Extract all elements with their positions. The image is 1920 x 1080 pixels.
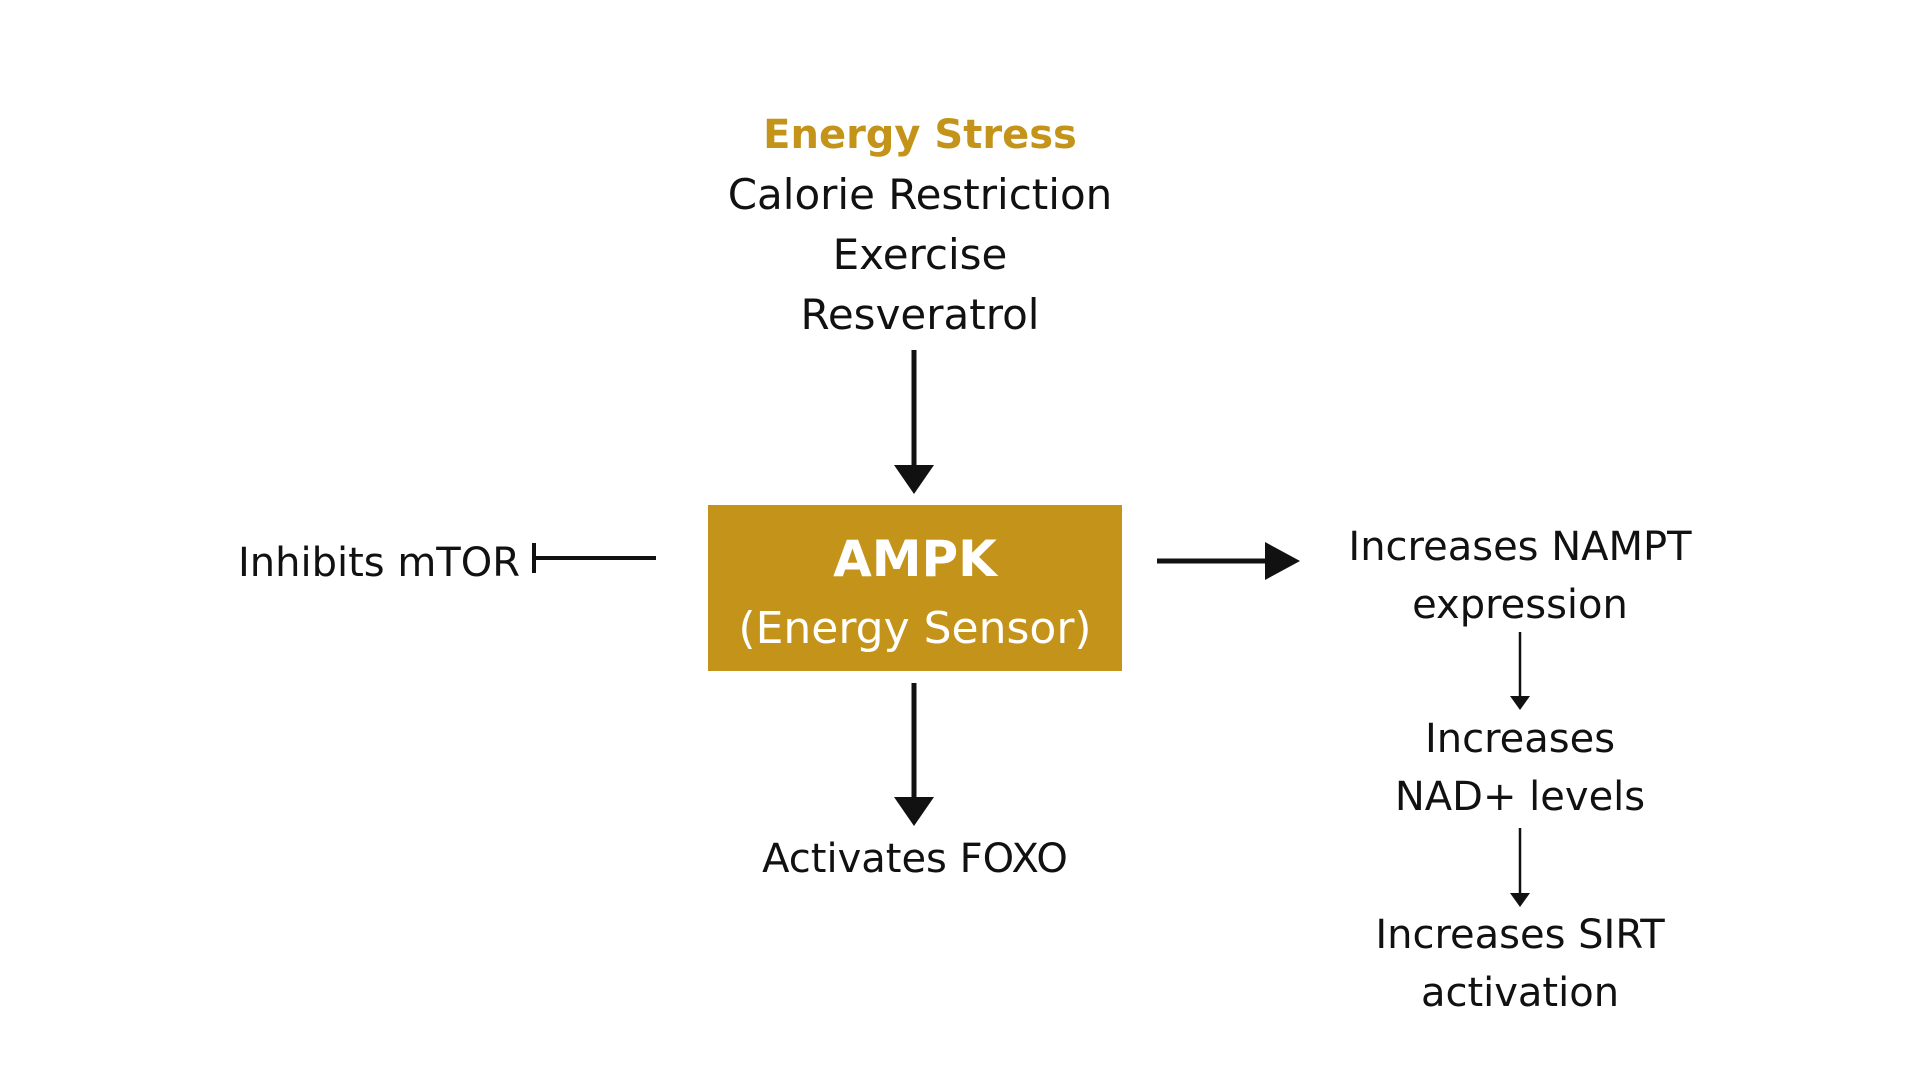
nampt-line-1: Increases NAMPT — [1348, 524, 1692, 570]
ampk-subtitle: (Energy Sensor) — [738, 603, 1092, 654]
arrow-nad-to-sirt — [1510, 828, 1530, 907]
nad-line-1: Increases — [1424, 716, 1616, 762]
sirt-label: Increases SIRT activation — [1320, 906, 1720, 1022]
nad-line-2: NAD+ levels — [1394, 774, 1646, 820]
arrow-nampt-to-nad — [1510, 632, 1530, 710]
stress-item-exercise: Exercise — [832, 230, 1008, 279]
activates-foxo-label: Activates FOXO — [762, 836, 1068, 882]
energy-stress-title: Energy Stress — [763, 112, 1077, 158]
nampt-label: Increases NAMPT expression — [1300, 518, 1740, 634]
sirt-line-2: activation — [1420, 970, 1620, 1016]
stress-item-resveratrol: Resveratrol — [800, 290, 1040, 339]
nampt-line-2: expression — [1412, 582, 1628, 628]
ampk-box: AMPK (Energy Sensor) — [708, 505, 1122, 671]
energy-stress-group: Energy Stress Calorie Restriction Exerci… — [600, 105, 1240, 345]
arrow-ampk-to-nampt — [1157, 542, 1300, 580]
ampk-title: AMPK — [833, 530, 997, 588]
stress-item-calorie-restriction: Calorie Restriction — [727, 170, 1113, 219]
sirt-line-1: Increases SIRT — [1375, 912, 1665, 958]
inhibits-mtor-label: Inhibits mTOR — [237, 540, 520, 586]
nad-label: Increases NAD+ levels — [1340, 710, 1700, 826]
inhibition-line-mtor — [532, 543, 656, 573]
arrow-ampk-to-foxo — [894, 683, 934, 826]
arrow-stress-to-ampk — [894, 350, 934, 494]
